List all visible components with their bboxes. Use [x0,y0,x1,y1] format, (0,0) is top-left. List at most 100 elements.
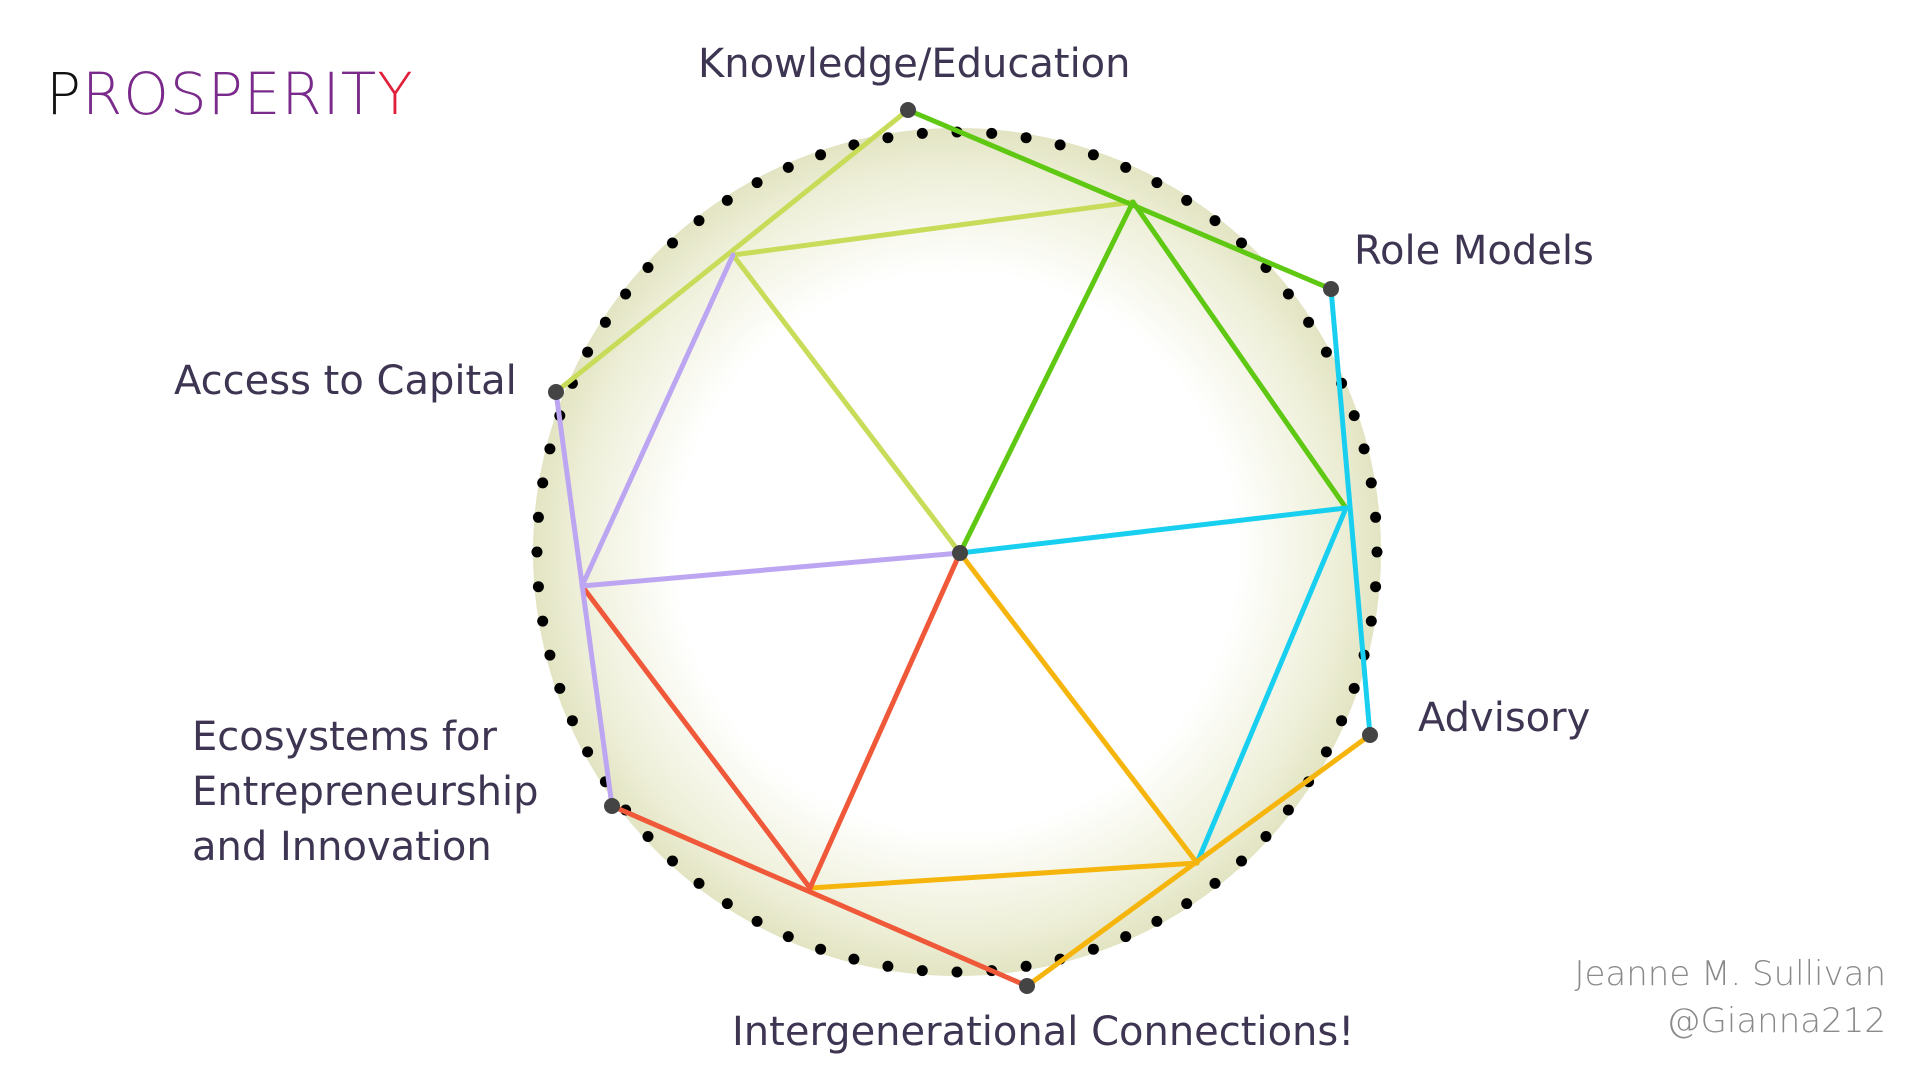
page-title: PROSPERITY [46,60,414,128]
boundary-dot [642,262,654,273]
boundary-dot [1236,855,1247,867]
boundary-dot [916,965,928,977]
boundary-dot [1054,139,1066,151]
edge-inner-left-top [730,199,1136,258]
boundary-dot [1358,443,1370,455]
edge-inner-right-bottom [1194,505,1349,866]
title-last-letter: Y [377,60,414,128]
boundary-dot [531,546,543,558]
node-role-models [1323,281,1339,297]
label-knowledge-education: Knowledge/Education [698,41,1131,87]
edge-inner-left-center2 [579,550,963,589]
boundary-dot [1236,237,1247,249]
edge-inner-left-center [730,252,963,556]
boundary-dot [782,931,794,943]
boundary-dot [1365,615,1377,627]
node-ecosystems [604,798,620,814]
edge-advisory-intergenerational [1024,732,1373,989]
boundary-dot [1120,931,1132,943]
boundary-dot [782,161,794,173]
petal-knowledge [553,107,1136,556]
node-advisory [1362,727,1378,743]
boundary-dot [882,960,894,972]
boundary-dot [1282,804,1294,816]
boundary-dot [815,149,827,161]
edge-inner-bottomleft-left [579,583,813,891]
credit-handle: @Gianna212 [1666,1001,1886,1041]
boundary-dot [544,443,556,455]
boundary-dot [642,831,654,842]
boundary-dot [916,127,928,139]
node-center [952,545,968,561]
boundary-dot [1260,831,1272,842]
boundary-dot [1348,410,1360,422]
boundary-dot [1370,511,1382,523]
boundary-dot [721,194,733,206]
edge-inner-top-right [1130,199,1349,511]
title-middle-letters: ROSPERIT [81,60,378,128]
node-intergenerational [1019,978,1035,994]
boundary-dot [1365,477,1377,489]
boundary-dot [554,682,566,694]
petal-advisory [957,286,1373,866]
boundary-dot [1370,581,1382,593]
label-ecosystems-line-1: Ecosystems for [192,714,497,760]
edge-inner-top-center [957,199,1136,556]
boundary-dot [1371,546,1383,558]
boundary-dot [582,746,594,758]
boundary-dot [1209,215,1221,227]
label-intergenerational-connections: Intergenerational Connections! [732,1009,1355,1055]
petal-access [553,252,963,809]
boundary-dot [1336,715,1348,727]
boundary-dot [566,715,578,727]
boundary-dot [1320,346,1332,358]
petal-role-models [905,107,1349,556]
node-access-capital [548,384,564,400]
label-ecosystems-line-3: and Innovation [192,824,492,870]
boundary-dot [667,237,678,249]
boundary-dot [1348,682,1360,694]
boundary-dot [951,966,963,978]
label-ecosystems: Ecosystems for Entrepreneurship and Inno… [192,710,539,875]
boundary-dot [1087,149,1099,161]
boundary-dot [667,855,678,867]
edge-intergenerational-ecosystems [609,803,1030,989]
credit-name: Jeanne M. Sullivan [1574,954,1886,994]
boundary-dot [986,127,998,139]
boundary-dot [1087,943,1099,955]
boundary-dot [815,943,827,955]
boundary-dot [1020,132,1032,144]
boundary-dot [1282,288,1294,300]
boundary-dot [1320,746,1332,758]
boundary-dot [693,215,705,227]
title-first-letter: P [46,60,82,128]
boundary-dot [1020,960,1032,972]
boundary-dot [1151,915,1163,927]
edge-inner-bottom [807,860,1200,891]
label-ecosystems-line-2: Entrepreneurship [192,769,539,815]
petal-ecosystems [579,550,1030,989]
boundary-dot [1303,316,1315,328]
boundary-dot [848,953,860,965]
boundary-dot [537,477,549,489]
boundary-dot [1209,877,1221,889]
edge-knowledge-rolemodels [905,107,1334,292]
edge-inner-right-center [957,505,1349,556]
boundary-dot [1151,177,1163,189]
label-role-models: Role Models [1354,228,1594,274]
boundary-dot [620,288,632,300]
boundary-dot [1181,898,1193,910]
node-knowledge [900,102,916,118]
boundary-dot [1181,194,1193,206]
boundary-dot [537,615,549,627]
edge-rolemodels-advisory [1328,286,1373,738]
boundary-dot [1120,161,1132,173]
nodes [548,102,1378,994]
edge-inner-bottomleft-center [807,550,963,891]
boundary-dot [532,581,544,593]
boundary-dot [582,346,594,358]
boundary-dot [693,877,705,889]
boundary-dot [751,177,763,189]
boundary-dot [544,649,556,661]
